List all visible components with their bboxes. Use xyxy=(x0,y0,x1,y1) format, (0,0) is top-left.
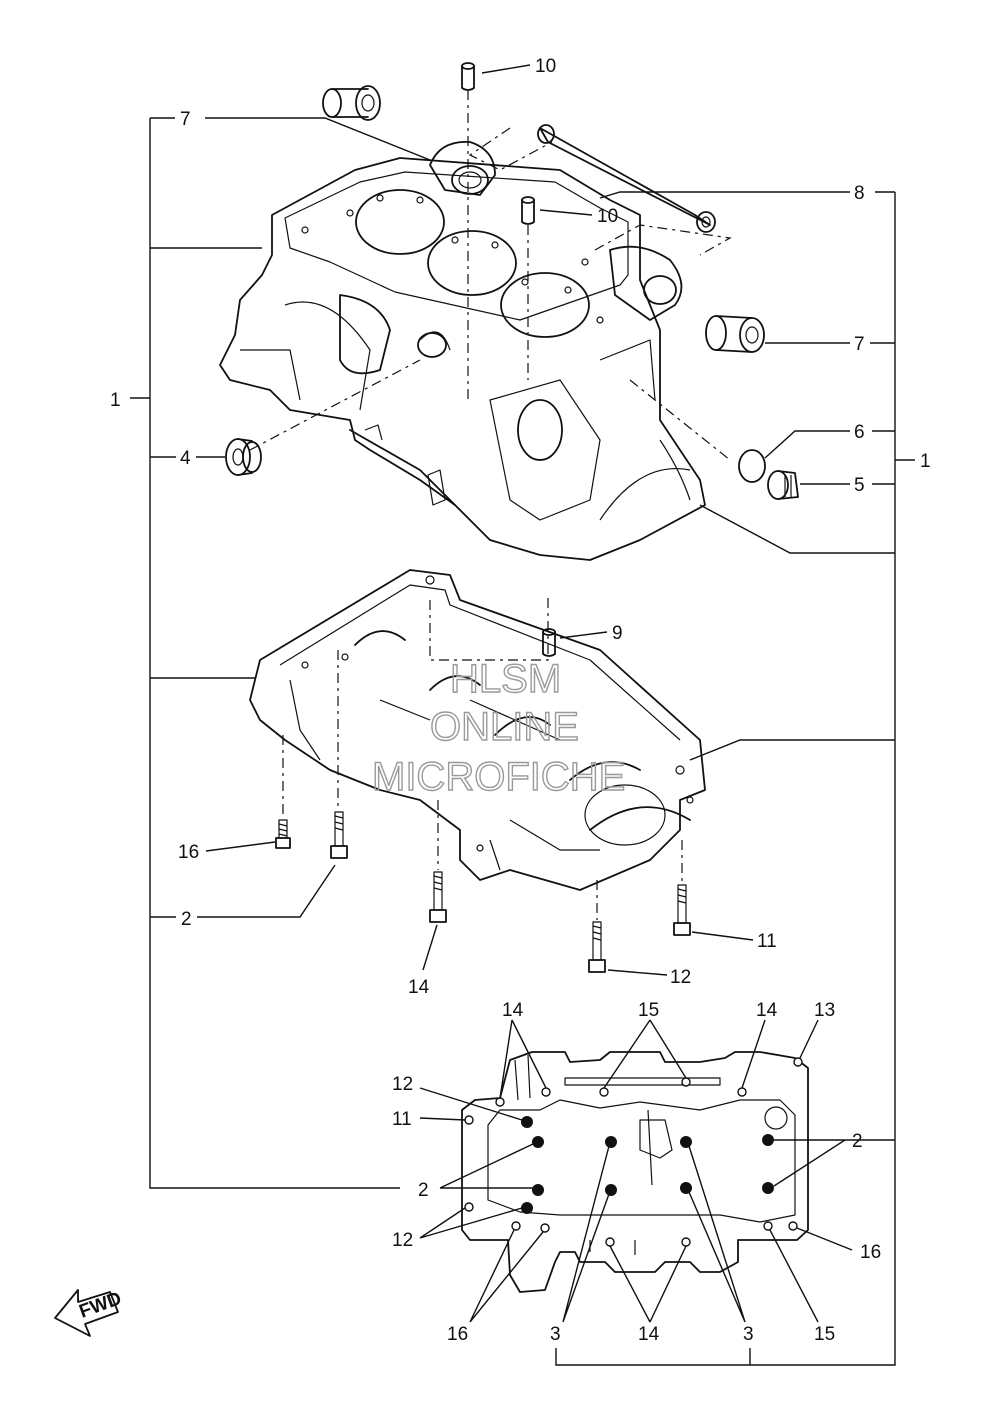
label-12-lower: 12 xyxy=(670,967,691,988)
label-2-plan-right: 2 xyxy=(852,1131,863,1152)
bolt-14 xyxy=(429,871,447,923)
label-10-middle: 10 xyxy=(597,206,618,227)
label-12-plan-bottom: 12 xyxy=(392,1230,413,1251)
engine-mount-bushing-right xyxy=(705,315,765,353)
label-1-right: 1 xyxy=(920,451,931,472)
label-6: 6 xyxy=(854,422,865,443)
label-3-right: 3 xyxy=(743,1324,754,1345)
bolt-pattern-plan-view xyxy=(419,1019,853,1323)
label-16-plan-left: 16 xyxy=(447,1324,468,1345)
dowel-pin-lower xyxy=(542,628,556,657)
label-8: 8 xyxy=(854,183,865,204)
label-11-plan: 11 xyxy=(392,1109,412,1130)
bolt-16 xyxy=(275,819,291,849)
label-16-plan-right: 16 xyxy=(860,1242,881,1263)
lower-crankcase xyxy=(249,569,706,891)
watermark: HLSM ONLINE MICROFICHE xyxy=(371,656,626,799)
label-15-plan-bottom: 15 xyxy=(814,1324,835,1345)
label-3-left: 3 xyxy=(550,1324,561,1345)
label-2-plan-left: 2 xyxy=(418,1180,429,1201)
o-ring xyxy=(738,449,766,483)
label-14-plan-right: 14 xyxy=(756,1000,778,1021)
label-12-plan-top: 12 xyxy=(392,1074,413,1095)
plug xyxy=(225,438,262,476)
label-16-lower: 16 xyxy=(178,842,199,863)
bolt-12 xyxy=(588,921,606,973)
label-9: 9 xyxy=(612,623,623,644)
watermark-line-1: HLSM xyxy=(450,657,561,701)
dowel-pin-top xyxy=(461,62,475,91)
bolt-2 xyxy=(330,811,348,859)
upper-crankcase xyxy=(219,141,706,561)
label-14-plan-bottom: 14 xyxy=(638,1324,660,1345)
label-4: 4 xyxy=(180,448,191,469)
label-7-right: 7 xyxy=(854,334,865,355)
engine-mount-bushing-left xyxy=(322,85,381,121)
fwd-direction-arrow: FWD xyxy=(54,1288,124,1337)
label-1-left: 1 xyxy=(110,390,121,411)
label-13: 13 xyxy=(814,1000,835,1021)
bolt-11 xyxy=(673,884,691,936)
label-5: 5 xyxy=(854,475,865,496)
label-15-plan-top: 15 xyxy=(638,1000,659,1021)
label-14-plan-left: 14 xyxy=(502,1000,524,1021)
callout-labels: 1 1 2 2 2 3 3 4 5 6 7 7 8 9 10 10 11 11 … xyxy=(110,56,931,1345)
dowel-pin-middle xyxy=(521,196,535,225)
label-14-bolt: 14 xyxy=(408,977,430,998)
label-2-side: 2 xyxy=(181,909,192,930)
watermark-line-3: MICROFICHE xyxy=(372,755,625,799)
label-11-lower: 11 xyxy=(757,931,777,952)
watermark-line-2: ONLINE xyxy=(430,705,579,749)
label-10-top: 10 xyxy=(535,56,556,77)
label-7-left: 7 xyxy=(180,109,191,130)
drain-plug xyxy=(767,470,799,500)
mounting-collar xyxy=(537,124,716,233)
leader-lines xyxy=(130,64,915,1366)
